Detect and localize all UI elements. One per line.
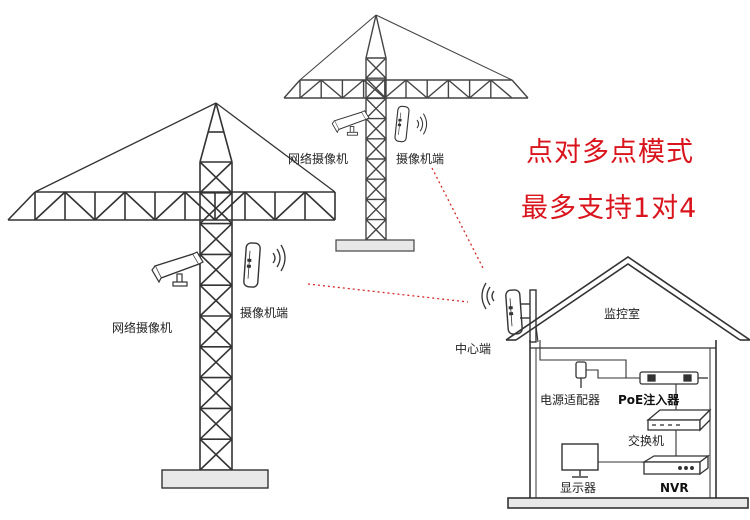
display-label: 显示器	[560, 481, 596, 495]
crane1-bridge-label: 摄像机端	[240, 305, 288, 320]
center-label: 中心端	[455, 341, 491, 356]
cctv-camera-icon	[151, 251, 204, 287]
network-switch-icon	[646, 408, 712, 432]
crane2-camera-label: 网络摄像机	[288, 151, 348, 166]
house-icon	[505, 256, 750, 509]
poe-injector-label: PoE注入器	[618, 392, 680, 407]
crane1-camera-label: 网络摄像机	[112, 320, 172, 335]
wifi-signal-icon	[272, 244, 286, 272]
wireless-link	[307, 283, 469, 303]
monitor-icon	[561, 443, 599, 478]
nvr-label: NVR	[660, 481, 689, 495]
wireless-bridge-icon	[394, 105, 410, 143]
tower-crane-icon	[7, 102, 336, 489]
wifi-signal-icon	[416, 113, 428, 135]
nvr-icon	[641, 454, 710, 476]
switch-label: 交换机	[628, 433, 664, 448]
tower-crane-icon	[283, 14, 529, 252]
cctv-camera-icon	[331, 110, 370, 136]
poe-injector-icon	[639, 371, 708, 385]
crane2-bridge-label: 摄像机端	[396, 151, 444, 166]
monitor-room-label: 监控室	[604, 306, 640, 321]
wireless-bridge-icon	[504, 288, 524, 336]
wireless-link	[431, 167, 485, 271]
headline-support: 最多支持1对4	[521, 193, 698, 224]
wireless-bridge-icon	[242, 241, 262, 289]
wifi-signal-icon	[481, 282, 495, 310]
power-adapter-icon	[575, 361, 587, 388]
headline-mode: 点对多点模式	[526, 137, 694, 168]
power-adapter-label: 电源适配器	[540, 393, 600, 407]
mounting-pole	[520, 289, 537, 343]
